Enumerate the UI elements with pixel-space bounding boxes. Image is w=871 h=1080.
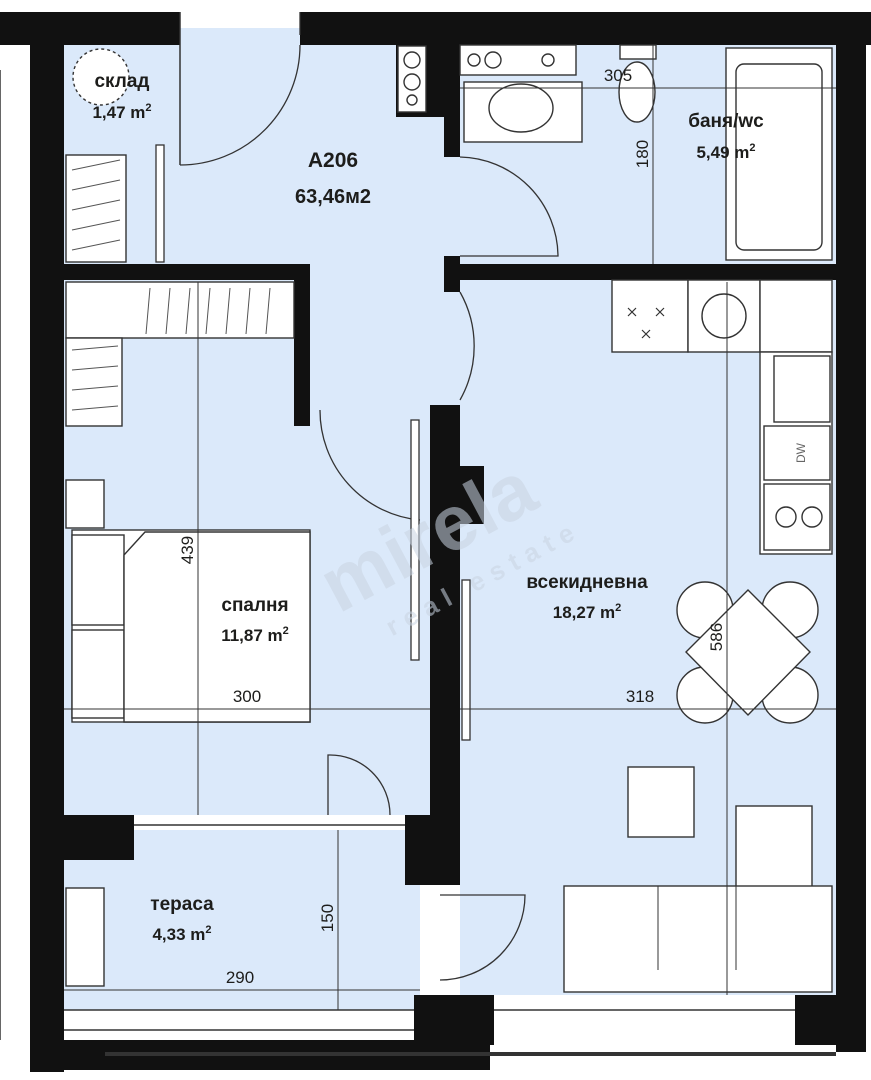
living-name: всекидневна (526, 572, 648, 593)
gas-column-ring-3 (406, 94, 418, 106)
boiler-icon (72, 48, 130, 106)
wall-bedroom-hall-vertical (294, 264, 310, 426)
wall-top-left (0, 12, 180, 45)
wardrobe-hangers (71, 287, 271, 411)
bed-blanket (123, 531, 311, 723)
terrace-area-sup: 2 (205, 924, 211, 936)
dim-living-height: 586 (707, 623, 726, 651)
terrace-cabinet (65, 887, 105, 987)
wall-bottom-mid (414, 995, 494, 1045)
dim-bath-depth: 180 (633, 140, 652, 168)
dishwasher-icon (763, 425, 831, 481)
storage-area-value: 1,47 m (92, 103, 145, 122)
doors (155, 12, 559, 981)
bedroom-area: 11,87 m2 (221, 625, 289, 645)
partitions (0, 12, 836, 1056)
stove-icon (611, 279, 689, 353)
bath-sink-icon (488, 83, 554, 133)
heater-dot-3 (541, 53, 555, 67)
bedroom-area-sup: 2 (283, 625, 289, 637)
storage-shelf-lines (71, 159, 121, 251)
bed-pillow-top (71, 534, 125, 626)
dim-terrace-width: 290 (226, 968, 254, 987)
wall-bedroom-terrace-left (64, 815, 134, 860)
terrace-area: 4,33 m2 (152, 924, 211, 944)
wall-top-right (300, 12, 871, 45)
bathroom-area-sup: 2 (749, 142, 755, 154)
sofa-icon (563, 885, 833, 993)
dim-bedroom-width: 300 (233, 687, 261, 706)
dimension-lines (64, 45, 836, 1010)
storage-sliding-door (155, 144, 165, 263)
living-area-value: 18,27 m (553, 603, 615, 622)
wall-right-outer (836, 12, 866, 1052)
dim-living-width: 318 (626, 687, 654, 706)
washing-machine-drum (701, 293, 747, 339)
wall-bath-living (460, 264, 836, 280)
unit-code: A206 (308, 149, 358, 172)
sliding-door-bed (410, 419, 420, 661)
bathroom-area: 5,49 m2 (696, 142, 755, 162)
entry-door (179, 12, 301, 166)
wall-bedroom-terrace-right (405, 815, 460, 885)
dishwasher-label: DW (794, 442, 808, 463)
nightstand-icon (65, 479, 105, 529)
fridge-box (759, 279, 833, 353)
living-area-sup: 2 (615, 602, 621, 614)
bedroom-area-value: 11,87 m (221, 626, 282, 645)
wardrobe-side (65, 337, 123, 427)
cooktop-ring-1 (775, 506, 797, 528)
heater-dot-2 (484, 51, 502, 69)
dim-bath-width: 305 (604, 66, 632, 85)
storage-shelf (65, 154, 127, 263)
bath-door (459, 156, 559, 257)
toilet-icon (618, 61, 656, 123)
wall-bottom-right (795, 995, 866, 1045)
living-door (459, 291, 475, 401)
wall-bath-post (444, 256, 460, 292)
dim-terrace-depth: 150 (318, 904, 337, 932)
kitchen-sink-icon (773, 355, 831, 423)
dining-table-icon (685, 589, 811, 716)
bathroom-area-value: 5,49 m (696, 143, 749, 162)
wall-storage-bedroom (64, 264, 310, 280)
terrace-name: тераса (150, 894, 214, 915)
unit-total-area: 63,46м2 (295, 186, 371, 208)
storage-area-sup: 2 (145, 102, 151, 114)
bathroom-name: баня/wc (688, 111, 764, 132)
terrace-area-value: 4,33 m (152, 925, 205, 944)
gas-column-ring-2 (403, 73, 421, 91)
terrace-bed-door (327, 754, 391, 816)
wall-column (444, 466, 484, 524)
living-area: 18,27 m2 (553, 602, 622, 622)
fixtures: DW (65, 44, 833, 993)
stove-burners (627, 307, 665, 339)
toilet-tank (619, 44, 657, 60)
dimension-labels: 305 180 439 300 318 586 150 290 (178, 66, 726, 987)
room-labels: склад 1,47 m2 A206 63,46м2 баня/wc 5,49 … (92, 71, 764, 944)
bedroom-door (319, 409, 421, 521)
sliding-door-living (461, 579, 471, 741)
bathtub-inner (735, 63, 823, 251)
cooktop-ring-2 (801, 506, 823, 528)
wardrobe-top (65, 281, 295, 339)
bedroom-name: спалня (221, 595, 288, 616)
bed-pillow-bottom (71, 629, 125, 719)
coffee-table-icon (627, 766, 695, 838)
terrace-living-door (439, 894, 526, 981)
gas-column-ring-1 (403, 51, 421, 69)
storage-area: 1,47 m2 (92, 102, 151, 122)
heater-dot-1 (467, 53, 481, 67)
wall-left-outer (30, 12, 64, 1072)
dim-bedroom-height: 439 (178, 536, 197, 564)
storage-name: склад (94, 71, 149, 92)
